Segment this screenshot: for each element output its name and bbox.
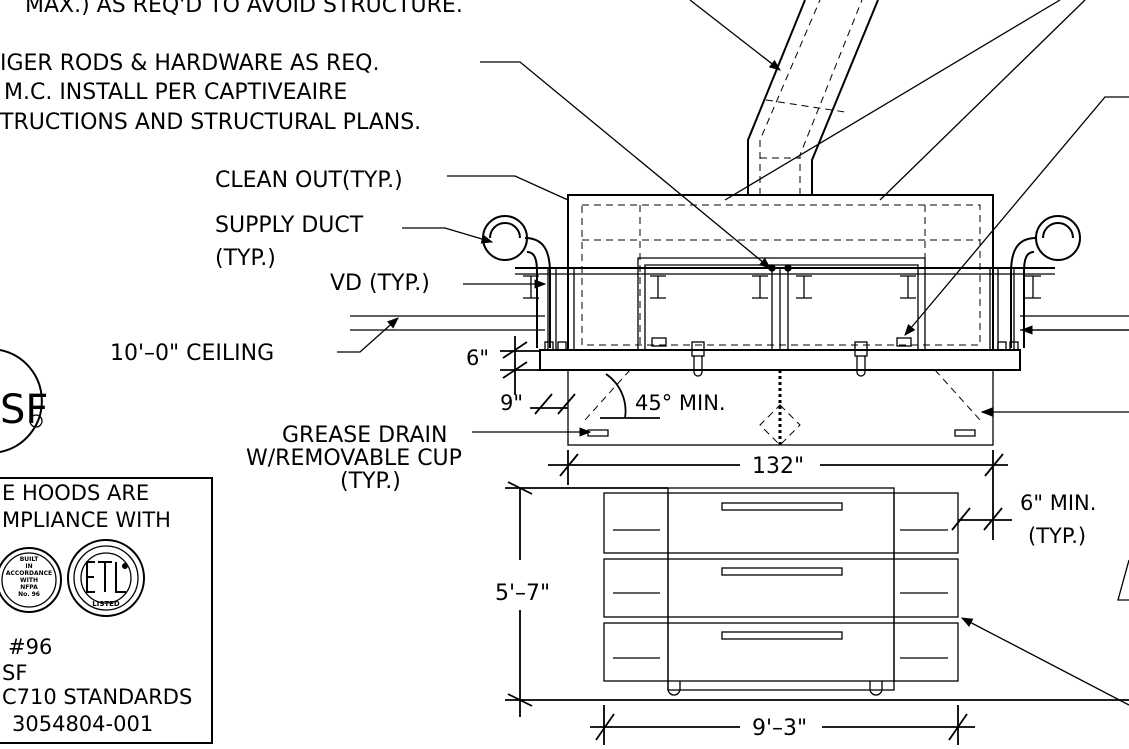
cert-line3: #96	[8, 635, 52, 659]
svg-text:ACCORDANCE: ACCORDANCE	[6, 570, 52, 577]
etl-seal: LISTED	[67, 539, 145, 617]
nsf-logo-text: SF	[0, 387, 48, 433]
label-6-min: 6" MIN.	[1020, 491, 1096, 515]
note-hanger-line2: M.C. INSTALL PER CAPTIVEAIRE	[4, 80, 347, 105]
dim-height-line	[505, 481, 1129, 717]
supply-duct-left	[482, 215, 551, 348]
cert-line4: SF	[2, 661, 27, 685]
dim-height: 5'–7"	[495, 581, 550, 606]
cert-box	[0, 477, 213, 744]
label-vd: VD (TYP.)	[330, 271, 430, 296]
label-supply-duct: SUPPLY DUCT	[215, 213, 364, 238]
label-supply-duct-typ: (TYP.)	[215, 246, 276, 271]
label-grease-cup: W/REMOVABLE CUP	[246, 446, 462, 471]
center-chain	[759, 370, 801, 446]
note-top-fragment: MAX.) AS REQ'D TO AVOID STRUCTURE.	[25, 0, 463, 18]
dim-width-line	[590, 705, 975, 745]
dim-9: 9"	[500, 391, 523, 415]
leader-top-right-2	[879, 0, 1086, 201]
svg-text:No. 96: No. 96	[18, 591, 40, 598]
label-clean-out: CLEAN OUT(TYP.)	[215, 168, 403, 193]
nfpa-seal: BUILT IN ACCORDANCE WITH NFPA No. 96	[0, 547, 62, 613]
note-hanger-line3: TRUCTIONS AND STRUCTURAL PLANS.	[0, 110, 421, 135]
label-6-min-typ: (TYP.)	[1028, 524, 1086, 548]
exhaust-duct	[747, 0, 879, 195]
dim-132: 132"	[752, 454, 804, 479]
label-ceiling: 10'–0" CEILING	[110, 341, 274, 366]
nsf-logo	[0, 349, 43, 453]
dim-6: 6"	[466, 346, 489, 370]
cert-line2: MPLIANCE WITH	[2, 508, 171, 532]
svg-text:IN: IN	[25, 563, 32, 570]
dim-132-line	[548, 450, 1008, 485]
label-grease-drain: GREASE DRAIN	[282, 423, 447, 448]
svg-text:LISTED: LISTED	[92, 600, 120, 608]
oven-stack	[603, 487, 959, 696]
dim-width: 9'–3"	[752, 716, 807, 741]
hanger-hardware	[523, 264, 1041, 377]
svg-text:BUILT: BUILT	[20, 556, 40, 563]
cert-line1: E HOODS ARE	[2, 481, 149, 505]
dim-6-min-ticks	[951, 485, 1012, 540]
cert-line5: C710 STANDARDS	[2, 685, 192, 709]
dim-6-9-ticks	[500, 336, 660, 419]
leader-top-right-1	[724, 0, 1061, 201]
svg-text:WITH: WITH	[20, 577, 38, 584]
label-grease-typ: (TYP.)	[340, 469, 401, 494]
svg-text:NFPA: NFPA	[20, 584, 38, 591]
dim-angle: 45° MIN.	[635, 391, 726, 415]
supply-duct-right	[1010, 215, 1081, 348]
note-hanger-line1: IGER RODS & HARDWARE AS REQ.	[0, 51, 379, 76]
leader-top-duct	[689, 0, 781, 71]
leader-right-upper	[904, 96, 1129, 336]
cert-line6: 3054804-001	[12, 712, 153, 736]
leader-hanger-rods	[480, 61, 771, 269]
